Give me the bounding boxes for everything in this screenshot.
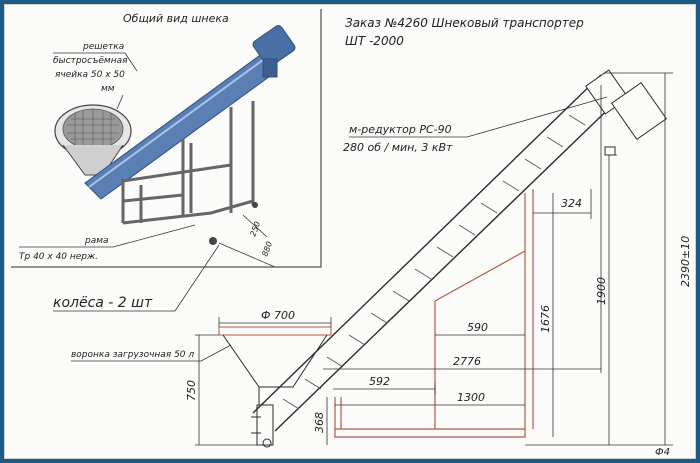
gearbox-label-2: 280 об / мин, 3 кВт — [343, 141, 453, 154]
screw-tube — [252, 74, 626, 432]
frame-label-2: Тр 40 х 40 нерж. — [19, 252, 98, 262]
inset-general-view: Общий вид шнека 250 880 решетка — [11, 9, 322, 268]
technical-drawing: Общий вид шнека 250 880 решетка — [11, 9, 692, 458]
order-title: Заказ №4260 Шнековый транспортер — [345, 16, 584, 30]
corner-mark: Ф4 — [655, 447, 670, 458]
gearbox — [585, 69, 668, 156]
grate-label-1: решетка — [82, 42, 124, 52]
base-frame — [334, 189, 534, 438]
dim-1300: 1300 — [457, 391, 485, 404]
inset-screw-pipe — [84, 25, 296, 200]
wheels-leader — [53, 244, 220, 312]
hopper-label: воронка загрузочная 50 л — [71, 350, 194, 360]
inset-dim-880: 880 — [260, 240, 274, 257]
frame-label-1: рама — [84, 236, 109, 246]
hopper — [218, 326, 332, 448]
grate-label-2: быстросъёмная — [53, 56, 128, 66]
hopper-leader — [71, 344, 232, 362]
wheels-label: колёса - 2 шт — [53, 295, 153, 311]
inset-dim-250: 250 — [248, 220, 262, 237]
gearbox-leader — [349, 96, 608, 138]
main-elevation: Ф 700 750 368 592 1300 2776 590 1676 190… — [185, 69, 692, 448]
grate-label-3: ячейка 50 х 50 — [55, 70, 125, 80]
inset-wheel — [209, 237, 217, 245]
dim-368: 368 — [313, 412, 326, 433]
inset-frame — [121, 101, 255, 225]
dim-1676: 1676 — [539, 305, 552, 333]
dim-592: 592 — [369, 375, 390, 388]
dim-1900: 1900 — [595, 277, 608, 305]
inset-wheel-2 — [252, 202, 258, 208]
dim-2390: 2390±10 — [679, 236, 692, 287]
gearbox-label-1: м-редуктор РС-90 — [349, 123, 452, 136]
dim-750: 750 — [185, 380, 198, 401]
dimension-lines — [195, 72, 673, 446]
dim-324: 324 — [561, 197, 582, 210]
grate-label-4: мм — [101, 84, 115, 94]
drawing-sheet: Общий вид шнека 250 880 решетка — [4, 4, 696, 459]
inset-caption: Общий вид шнека — [123, 12, 229, 25]
dim-2776: 2776 — [453, 355, 481, 368]
dim-590: 590 — [467, 321, 488, 334]
dim-phi700: Ф 700 — [261, 309, 295, 322]
model-title: ШТ -2000 — [345, 34, 404, 48]
